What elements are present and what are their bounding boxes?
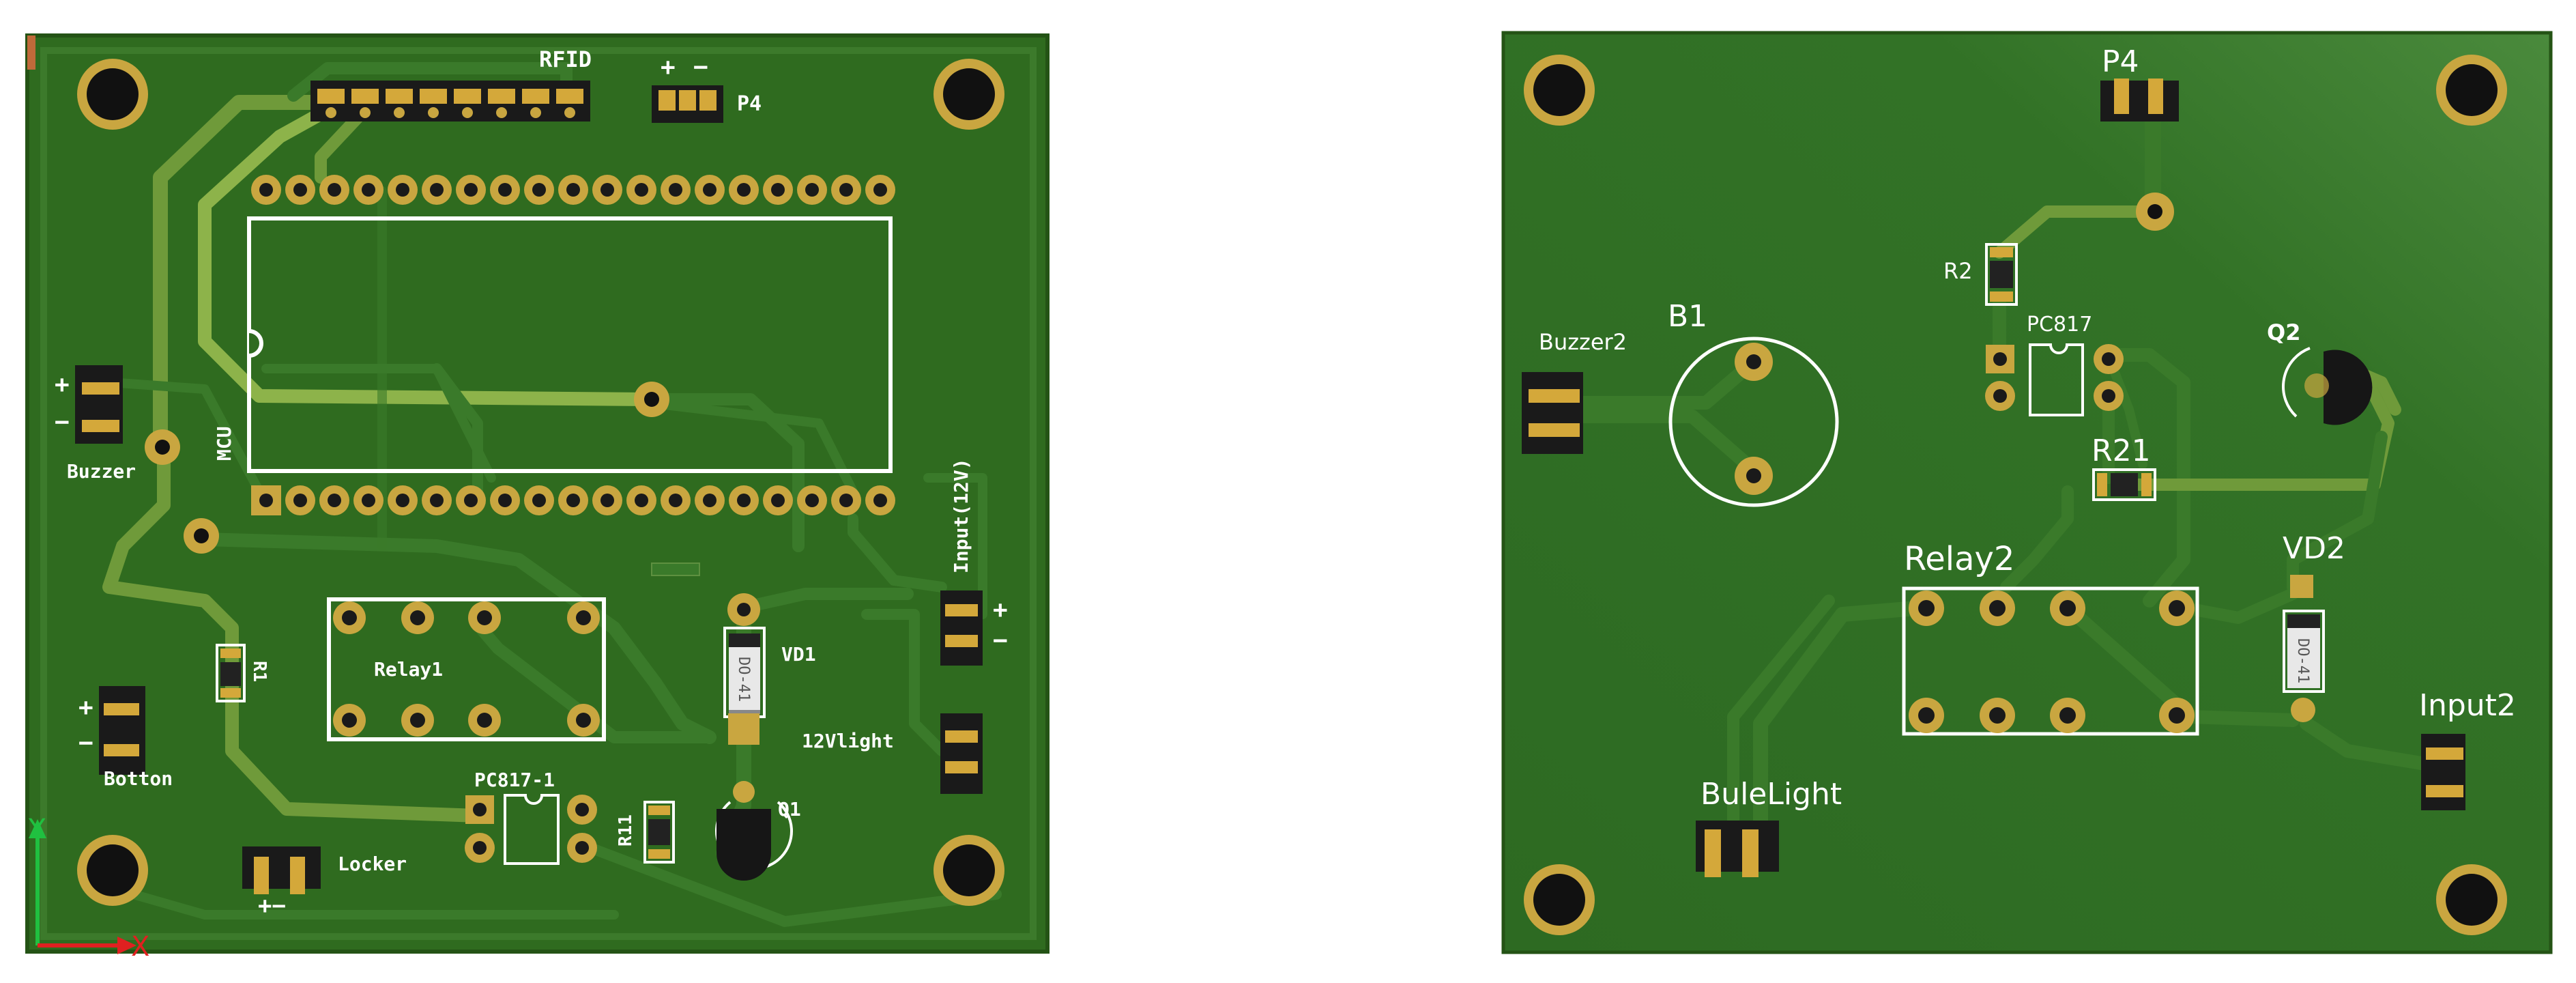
p4-header-left [652, 85, 723, 123]
resistor-r11 [643, 801, 675, 864]
p4-left-plus: + [661, 53, 676, 81]
vd1-do41-label: DO-41 [735, 657, 752, 702]
locker-label: Locker [338, 853, 407, 875]
p4-header-right [2100, 79, 2179, 122]
botton-minus: − [78, 729, 93, 757]
pc817-label: PC817 [2027, 313, 2092, 337]
diode-vd2 [2283, 575, 2325, 722]
bulelight-label: BuleLight [1701, 777, 1842, 812]
q1-label: Q1 [778, 798, 801, 821]
input-12v-plus: + [993, 596, 1008, 624]
right-pcb-board: P4 R2 PC817 B1 [1501, 31, 2553, 954]
vd1-label: VD1 [781, 643, 816, 666]
optocoupler-pc817-1 [465, 794, 597, 865]
r1-label: R1 [249, 661, 270, 682]
locker-pm-label: +− [258, 892, 286, 920]
input2-header [2421, 734, 2465, 810]
input-12v-minus: − [993, 627, 1008, 655]
input2-label: Input2 [2419, 688, 2516, 723]
small-smd-footprint [651, 562, 700, 576]
mcu-label: MCU [213, 426, 235, 461]
relay2 [1902, 586, 2199, 736]
botton-plus: + [78, 694, 93, 722]
vd2-do41-label: DO-41 [2294, 638, 2311, 683]
transistor-q2 [2282, 347, 2373, 425]
axis-x-label: X [131, 931, 149, 963]
input-12v-label: Input(12V) [950, 458, 972, 573]
buzzer-b1 [1668, 337, 1839, 507]
botton-label: Botton [104, 767, 173, 790]
relay1-label: Relay1 [374, 658, 443, 681]
buzzer2-label: Buzzer2 [1539, 329, 1627, 355]
left-copper-pour-border [40, 47, 1037, 940]
r21-label: R21 [2092, 433, 2151, 468]
right-mounting-holes [1524, 55, 2507, 935]
relay1 [327, 597, 606, 741]
buzzer-header [75, 365, 123, 444]
mcu-top-pins [251, 175, 895, 205]
left-pcb-board: RFID + − P4 [25, 33, 1050, 963]
bulelight-header [1696, 821, 1779, 877]
locker-header [242, 846, 321, 894]
resistor-r21 [2092, 468, 2156, 501]
p4-left-label: P4 [737, 92, 762, 116]
buzzer-minus: − [55, 408, 70, 436]
axis-y-label: Y [28, 814, 46, 845]
p4-right-label: P4 [2102, 44, 2139, 79]
left-mounting-holes [77, 59, 1004, 906]
rfid-header [310, 81, 590, 122]
optocoupler-pc817 [1985, 343, 2124, 416]
right-board-outline [1501, 31, 2553, 954]
board-corner-marker [27, 35, 35, 70]
mcu-bottom-pins [251, 485, 895, 515]
buzzer2-header [1522, 372, 1583, 454]
diode-vd1 [723, 593, 766, 745]
mcu-chip [247, 175, 895, 515]
input-12v-header [940, 590, 983, 666]
buzzer-plus: + [55, 371, 70, 399]
resistor-r2 [1985, 243, 2018, 306]
relay2-label: Relay2 [1904, 540, 2014, 578]
b1-label: B1 [1668, 299, 1707, 334]
resistor-r1 [216, 644, 246, 702]
q2-label: Q2 [2267, 319, 2300, 345]
r11-label: R11 [616, 814, 636, 846]
left-vias [145, 382, 669, 554]
p4-left-minus: − [693, 53, 708, 81]
rfid-label: RFID [539, 46, 592, 72]
pc817-1-label: PC817-1 [474, 769, 555, 791]
botton-header [99, 686, 145, 775]
buzzer-label: Buzzer [67, 460, 136, 483]
axis-indicator [29, 819, 136, 954]
vd2-label: VD2 [2283, 531, 2345, 566]
transistor-q1 [715, 781, 793, 881]
r2-label: R2 [1943, 258, 1973, 284]
light-12v-header [940, 713, 983, 794]
light-12v-label: 12Vlight [802, 730, 894, 752]
